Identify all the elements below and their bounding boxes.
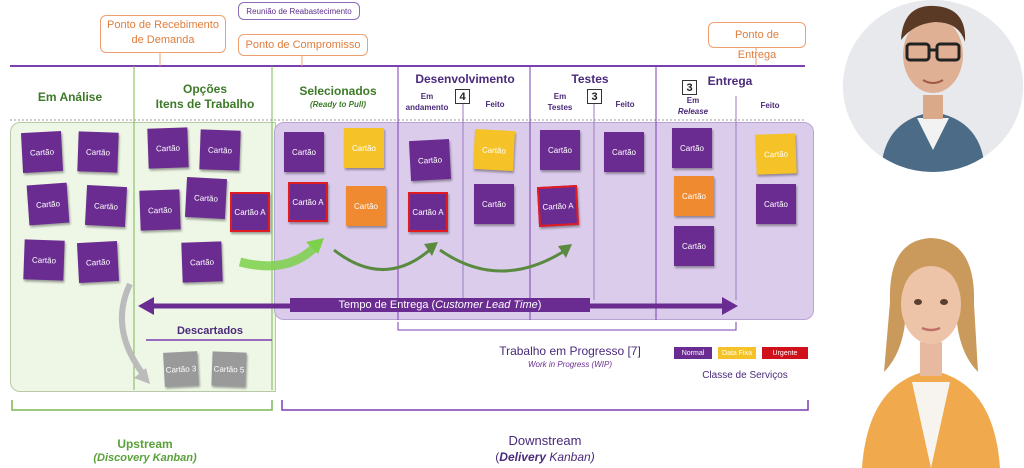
release-label-1: Em: [686, 96, 700, 105]
delivery-done-label: Feito: [760, 101, 780, 110]
card-options-4[interactable]: Cartão: [184, 176, 228, 220]
legend-fixed-date: Data Fixa: [718, 347, 756, 359]
card-options-3[interactable]: Cartão: [139, 189, 181, 231]
card-analysis-2[interactable]: Cartão: [77, 131, 119, 173]
downstream-sub-bold: Delivery: [499, 450, 546, 464]
column-itens-trabalho: Itens de Trabalho: [155, 97, 255, 111]
card-release-2[interactable]: Cartão: [674, 176, 714, 216]
downstream-sublabel: (Delivery Kanban): [470, 450, 620, 464]
card-selected-2[interactable]: Cartão: [344, 128, 384, 168]
lead-time-suffix: ): [537, 299, 542, 311]
card-options-5[interactable]: Cartão: [181, 241, 223, 283]
card-analysis-1[interactable]: Cartão: [20, 130, 64, 174]
column-testes: Testes: [571, 72, 609, 86]
lead-time-prefix: Tempo de Entrega (: [338, 299, 436, 311]
card-dev-a[interactable]: Cartão A: [408, 192, 448, 232]
upstream-label: Upstream: [117, 437, 173, 451]
tests-wip-limit: 3: [587, 89, 602, 104]
column-selecionados: Selecionados: [299, 84, 377, 98]
card-dev-1[interactable]: Cartão: [408, 138, 452, 182]
tests-doing-label-1: Em: [553, 92, 567, 101]
card-analysis-3[interactable]: Cartão: [26, 182, 70, 226]
downstream-label: Downstream: [508, 433, 582, 448]
card-selected-a[interactable]: Cartão A: [288, 182, 328, 222]
card-discarded-3[interactable]: Cartão 3: [163, 351, 199, 387]
lead-time-italic: Customer Lead Time: [435, 299, 538, 311]
card-tests-a[interactable]: Cartão A: [536, 184, 580, 228]
legend-urgent: Urgente: [762, 347, 808, 359]
upstream-sublabel: (Discovery Kanban): [93, 452, 197, 464]
card-analysis-5[interactable]: Cartão: [23, 239, 65, 281]
dev-wip-limit: 4: [455, 89, 470, 104]
card-dev-3[interactable]: Cartão: [474, 184, 514, 224]
card-tests-2[interactable]: Cartão: [604, 132, 644, 172]
downstream-sub-close: Kanban): [546, 450, 595, 464]
card-dev-2[interactable]: Cartão: [472, 128, 516, 172]
column-selecionados-sub: (Ready to Pull): [309, 100, 366, 109]
wip-label: Trabalho em Progresso [7]: [499, 344, 641, 358]
card-analysis-6[interactable]: Cartão: [76, 240, 120, 284]
card-selected-1[interactable]: Cartão: [284, 132, 324, 172]
delivery-point-callout: Ponto de Entrega: [708, 22, 806, 61]
card-options-a[interactable]: Cartão A: [230, 192, 270, 232]
presenter-male-photo: [843, 0, 1023, 172]
card-release-3[interactable]: Cartão: [674, 226, 714, 266]
presenter-female-photo: [838, 232, 1024, 468]
wip-sublabel: Work in Progress (WIP): [527, 360, 612, 369]
commitment-point-callout: Ponto de Compromisso: [238, 34, 368, 56]
column-descartados: Descartados: [176, 325, 244, 337]
tests-done-label: Feito: [615, 100, 635, 109]
card-options-2[interactable]: Cartão: [199, 129, 241, 171]
card-delivered-2[interactable]: Cartão: [756, 184, 796, 224]
dev-doing-label-2: andamento: [405, 103, 449, 112]
column-em-analise: Em Análise: [37, 90, 103, 104]
legend-normal: Normal: [674, 347, 712, 359]
card-delivered-1[interactable]: Cartão: [755, 133, 797, 175]
card-analysis-4[interactable]: Cartão: [84, 184, 128, 228]
card-tests-1[interactable]: Cartão: [540, 130, 580, 170]
card-release-1[interactable]: Cartão: [672, 128, 712, 168]
dev-done-label: Feito: [485, 100, 505, 109]
card-selected-3[interactable]: Cartão: [346, 186, 386, 226]
column-opcoes-title: Opções: [182, 82, 227, 96]
column-entrega: Entrega: [707, 74, 753, 88]
release-label-2: Release: [677, 107, 709, 116]
lead-time-label: Tempo de Entrega (Customer Lead Time): [290, 298, 590, 312]
delivery-wip-limit: 3: [682, 80, 697, 95]
demand-receipt-callout: Ponto de Recebimento de Demanda: [100, 15, 226, 53]
card-options-1[interactable]: Cartão: [147, 127, 189, 169]
tests-doing-label-2: Testes: [547, 103, 573, 112]
legend-title: Classe de Serviços: [702, 370, 788, 381]
dev-doing-label-1: Em: [420, 92, 434, 101]
replenishment-meeting-callout: Reunião de Reabastecimento: [238, 2, 360, 20]
column-desenvolvimento: Desenvolvimento: [415, 72, 515, 86]
card-discarded-5[interactable]: Cartão 5: [211, 351, 247, 387]
downstream-sub-open: (: [495, 450, 500, 464]
